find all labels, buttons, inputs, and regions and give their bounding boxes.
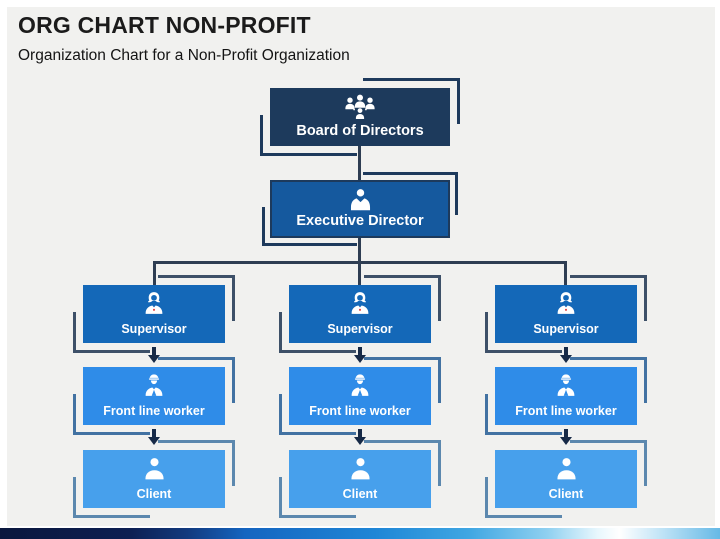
org-node-label: Client — [548, 487, 584, 501]
org-node-label: Front line worker — [103, 404, 205, 418]
org-node-client: Client — [73, 440, 235, 518]
person-icon — [556, 458, 576, 480]
person-icon — [144, 458, 164, 480]
worker-icon — [351, 374, 369, 396]
org-node-supervisor: Supervisor — [73, 275, 235, 353]
worker-icon — [557, 374, 575, 396]
org-node-supervisor: Supervisor — [279, 275, 441, 353]
down-arrow-icon — [559, 428, 573, 446]
org-node-front-line-worker: Front line worker — [73, 357, 235, 435]
female-person-icon — [351, 292, 369, 314]
org-node-label: Client — [136, 487, 172, 501]
org-node-label: Supervisor — [533, 322, 599, 336]
down-arrow-icon — [147, 428, 161, 446]
org-node-label: Supervisor — [121, 322, 187, 336]
female-person-icon — [557, 292, 575, 314]
people-group-icon — [345, 94, 375, 119]
org-node-front-line-worker: Front line worker — [279, 357, 441, 435]
person-icon — [350, 458, 370, 480]
page-title: ORG CHART NON-PROFIT — [18, 12, 311, 38]
connector-line — [564, 261, 567, 285]
down-arrow-icon — [353, 346, 367, 364]
org-node-label: Board of Directors — [296, 123, 424, 139]
org-node-executive-director: Executive Director — [262, 172, 458, 246]
org-node-label: Front line worker — [309, 404, 411, 418]
bottom-accent-bar — [0, 528, 720, 539]
down-arrow-icon — [147, 346, 161, 364]
org-node-client: Client — [279, 440, 441, 518]
female-person-icon — [145, 292, 163, 314]
org-node-label: Supervisor — [327, 322, 393, 336]
worker-icon — [145, 374, 163, 396]
businessman-icon — [350, 189, 370, 211]
org-node-supervisor: Supervisor — [485, 275, 647, 353]
org-node-front-line-worker: Front line worker — [485, 357, 647, 435]
connector-line — [153, 261, 156, 285]
down-arrow-icon — [353, 428, 367, 446]
down-arrow-icon — [559, 346, 573, 364]
org-node-board-of-directors: Board of Directors — [260, 78, 460, 156]
connector-line — [153, 261, 567, 264]
org-node-label: Executive Director — [296, 213, 424, 229]
org-node-label: Client — [342, 487, 378, 501]
page-subtitle: Organization Chart for a Non-Profit Orga… — [18, 47, 350, 64]
org-node-label: Front line worker — [515, 404, 617, 418]
org-node-client: Client — [485, 440, 647, 518]
connector-line — [358, 146, 361, 180]
